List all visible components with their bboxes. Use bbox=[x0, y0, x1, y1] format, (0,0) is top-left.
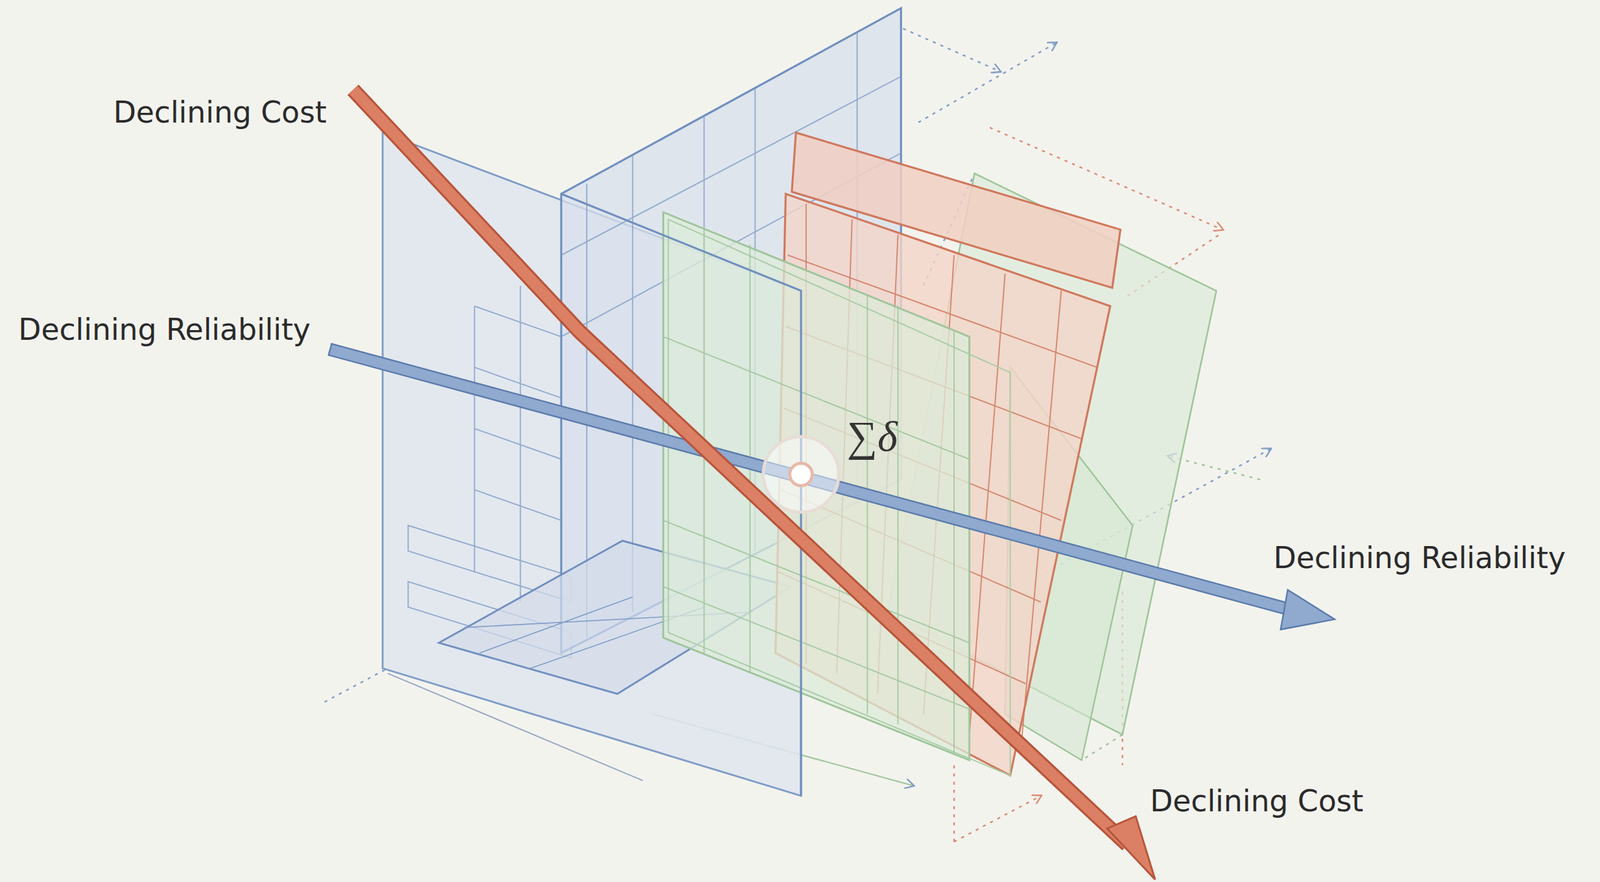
sum-symbol: ∑δ bbox=[847, 413, 898, 461]
axis-label: Declining Reliability bbox=[1273, 542, 1567, 576]
axis-label: Declining Cost bbox=[1149, 785, 1364, 818]
axis-label: Declining Cost bbox=[113, 96, 327, 130]
axis-label: Declining Reliability bbox=[18, 314, 311, 347]
